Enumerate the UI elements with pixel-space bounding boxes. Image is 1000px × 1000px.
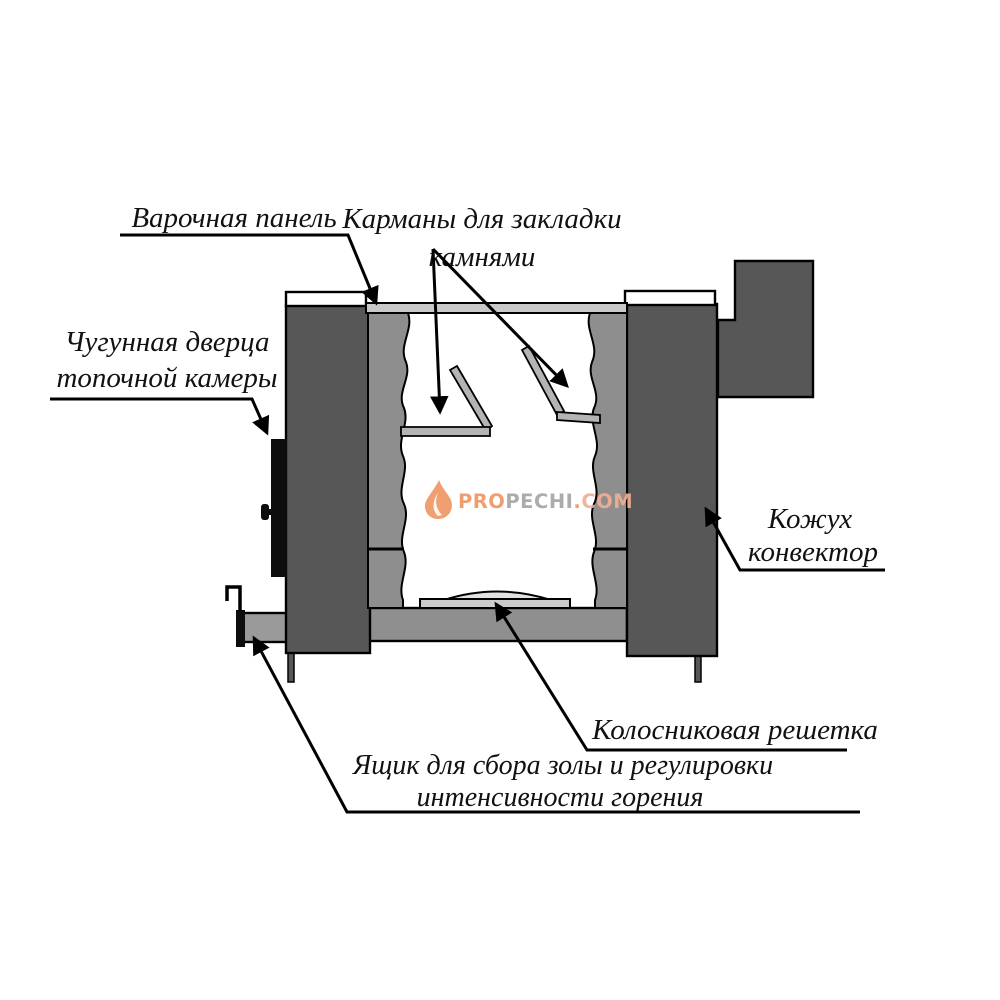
- chimney-outlet: [716, 259, 815, 399]
- right-inner-lining: [587, 312, 628, 609]
- grate-label: Колосниковая решетка: [591, 714, 878, 746]
- stove-base-band: [366, 606, 629, 643]
- left-pocket-diagonal-plate: [448, 364, 494, 433]
- cooking-panel: [365, 302, 628, 314]
- stone-pockets-arrow-left: [430, 248, 449, 415]
- left-column-top-cap: [284, 290, 368, 308]
- ash-box-leader-line: [252, 635, 860, 814]
- firebox-door: [271, 439, 287, 577]
- ash-drawer: [241, 611, 292, 644]
- right-pocket-diagonal-plate: [520, 344, 566, 417]
- right-column-top-cap: [623, 289, 717, 307]
- right-convector-column: [625, 302, 719, 658]
- grate-tray: [419, 598, 571, 609]
- stone-pockets-arrow-right: [431, 247, 569, 388]
- stone-pockets-label-line2: камнями: [429, 241, 536, 273]
- ash-drawer-handle: [225, 585, 242, 611]
- right-pocket-bottom-plate: [556, 411, 601, 424]
- grate-leader-line: [494, 601, 847, 752]
- watermark-flame-icon: [425, 480, 452, 519]
- cooking-panel-leader-line: [120, 233, 379, 306]
- watermark: PROPECHI.COM: [425, 480, 633, 519]
- cast-iron-door-label-line1: Чугунная дверца: [64, 326, 269, 358]
- door-handle-stem: [267, 509, 272, 515]
- left-convector-column: [284, 303, 372, 655]
- left-pocket-bottom-plate: [400, 426, 491, 437]
- convector-casing-label-line2: конвектор: [748, 536, 878, 568]
- left-leg: [287, 652, 295, 683]
- left-inner-lining: [367, 312, 411, 609]
- right-leg: [694, 655, 702, 683]
- cast-iron-door-leader-line: [50, 397, 270, 436]
- ash-box-label-line2: интенсивности горения: [417, 782, 704, 813]
- cooking-panel-label: Варочная панель: [131, 202, 336, 234]
- ash-box-label-line1: Ящик для сбора золы и регулировки: [352, 750, 773, 781]
- watermark-text: PROPECHI.COM: [458, 490, 633, 513]
- watermark-flame-highlight: [433, 493, 442, 516]
- ash-drawer-front: [236, 610, 245, 647]
- stone-pockets-label-line1: Карманы для закладки: [341, 203, 621, 235]
- convector-casing-leader-line: [704, 506, 885, 572]
- door-handle-knob: [261, 504, 269, 520]
- cast-iron-door-label-line2: топочной камеры: [56, 362, 277, 394]
- convector-casing-label-line1: Кожух: [767, 503, 852, 535]
